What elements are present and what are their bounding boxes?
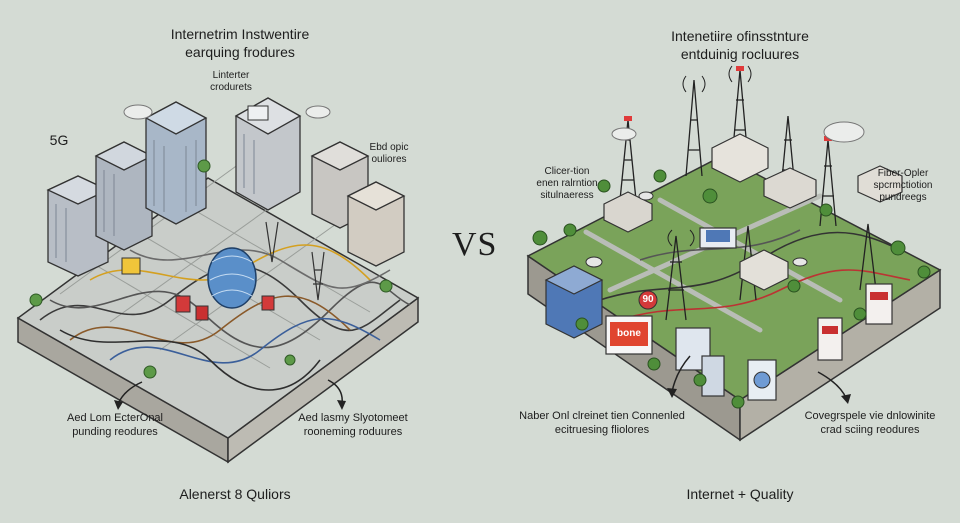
right-caption-b-line1: Covegrspele vie dnlowinite xyxy=(804,410,936,422)
right-caption-a-line1: Naber Onl clreinet tien Connenled xyxy=(519,410,685,422)
left-caption-b-line1: Aed lasmy Slyotomeet xyxy=(298,412,408,424)
left-caption-a-line1: Aed Lom EcterOnal xyxy=(67,412,163,424)
right-label-fiber-line2: spcrmctiotion xyxy=(873,180,933,191)
label-fiber-line1: Ebd opic xyxy=(369,142,409,153)
left-footer: Alenerst 8 Quliors xyxy=(179,486,291,502)
right-green-block xyxy=(526,65,942,442)
label-internet-products-line1: Linterter xyxy=(212,70,250,81)
label-fiber-line2: ouliores xyxy=(371,154,407,165)
vs-label: VS xyxy=(452,226,498,263)
right-caption-a-line2: ecitruesing fliolores xyxy=(554,424,650,436)
right-label-fiber-line1: Fiber-Opler xyxy=(877,168,929,179)
left-title-line2: earquing frodures xyxy=(185,44,295,60)
right-label-city-line3: situlnaeress xyxy=(540,190,594,201)
right-caption-b-line2: crad sciing reodures xyxy=(820,424,920,436)
right-title-line2: entduinig rocluures xyxy=(680,46,800,62)
right-label-city-line1: Clicer-tion xyxy=(544,166,590,177)
right-footer: Internet + Quality xyxy=(686,486,794,502)
glass-dome xyxy=(207,247,257,309)
billboard-sign-text: bone xyxy=(617,328,641,339)
left-caption-b-line2: rooneming roduures xyxy=(303,426,403,438)
left-city-block xyxy=(16,97,420,464)
label-internet-products-line2: crodurets xyxy=(210,82,252,93)
right-title-line1: Intenetiire ofinsstnture xyxy=(671,28,809,44)
left-title-line1: Internetrim Instwentire xyxy=(170,26,310,42)
badge-90: 90 xyxy=(642,294,654,305)
left-caption-a-line2: punding reodures xyxy=(72,426,158,438)
right-label-city-line2: enen ralrntion xyxy=(536,178,598,189)
right-label-fiber-line3: pundreegs xyxy=(879,192,927,203)
label-5g: 5G xyxy=(49,132,69,148)
